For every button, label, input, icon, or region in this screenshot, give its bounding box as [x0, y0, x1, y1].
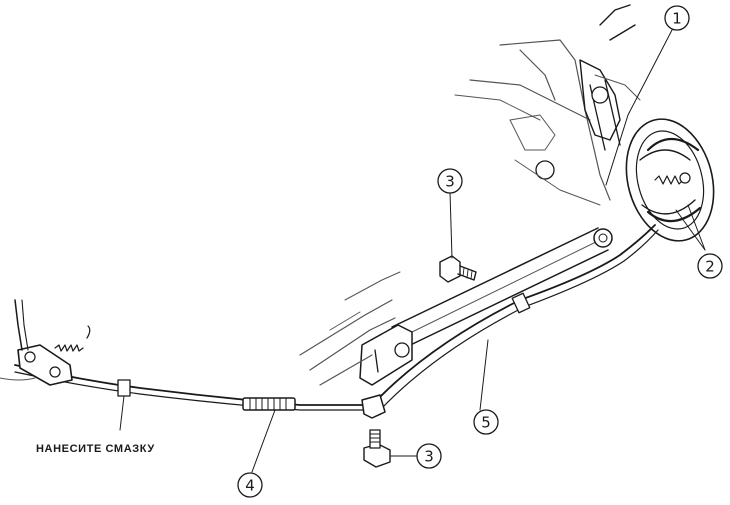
callout-4: 4: [237, 472, 263, 498]
callout-4-label: 4: [245, 477, 255, 495]
mounting-bolt-upper: [439, 255, 477, 283]
callout-3-upper-label: 3: [445, 173, 455, 191]
brake-backing-plate: [625, 118, 715, 242]
callout-3-upper: 3: [437, 168, 463, 194]
callout-5-label: 5: [481, 414, 491, 432]
callout-5: 5: [473, 409, 499, 435]
lubrication-note: НАНЕСИТЕ СМАЗКУ: [36, 443, 155, 455]
callout-3-lower: 3: [416, 443, 442, 469]
floor-panel: [299, 271, 401, 386]
callout-1: 1: [664, 5, 690, 31]
callout-2: 2: [697, 253, 723, 279]
leader-lines: [119, 29, 706, 473]
mounting-bolt-lower: [363, 429, 391, 468]
callout-2-label: 2: [705, 258, 715, 276]
parking-brake-cable: [0, 224, 659, 419]
callout-1-label: 1: [672, 10, 682, 28]
body-structure: [454, 4, 641, 206]
rear-axle-beam: [359, 227, 613, 386]
callout-3-lower-label: 3: [424, 448, 434, 466]
